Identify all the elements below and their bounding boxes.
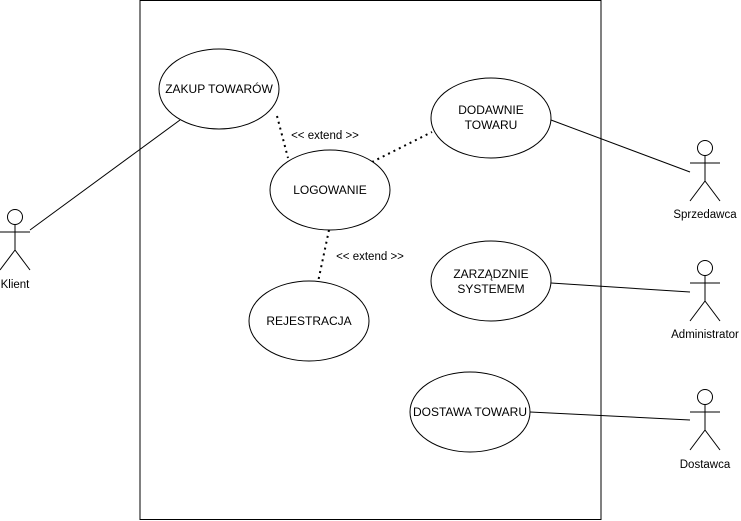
use-case-zarzadzanie-ellipse bbox=[430, 240, 552, 322]
use-case-zarzadzanie-label-line2: SYSTEMEM bbox=[457, 282, 524, 296]
use-case-rejestracja-ellipse bbox=[248, 280, 370, 362]
dotted-line-logowanie-dodawanie bbox=[371, 131, 433, 163]
extend-line-zakup-logowanie bbox=[276, 115, 289, 159]
extend-label-2: << extend >> bbox=[336, 251, 404, 263]
use-case-zarzadzanie-label-line1: ZARZĄDZNIE bbox=[453, 267, 528, 281]
use-case-dostawa-ellipse bbox=[409, 371, 531, 453]
use-case-zarzadzanie-systemem[interactable]: ZARZĄDZNIE SYSTEMEM bbox=[430, 240, 552, 322]
actor-administrator[interactable] bbox=[689, 260, 721, 322]
use-case-dodawanie-label-line2: TOWARU bbox=[465, 118, 518, 132]
actor-administrator-leg-right bbox=[704, 300, 721, 322]
actor-sprzedawca-leg-right bbox=[704, 180, 721, 202]
actor-sprzedawca-leg-left bbox=[689, 180, 706, 202]
association-administrator-zarzadzanie bbox=[550, 282, 691, 293]
extend-label-1: << extend >> bbox=[291, 130, 359, 142]
use-case-logowanie-label: LOGOWANIE bbox=[293, 183, 367, 197]
actor-sprzedawca-head bbox=[697, 140, 713, 156]
system-boundary bbox=[139, 0, 602, 520]
extend-line-logowanie-rejestracja bbox=[317, 229, 330, 283]
use-case-dodawanie-label-line1: DODAWNIE bbox=[458, 103, 524, 117]
use-case-dostawa-towaru[interactable]: DOSTAWA TOWARU bbox=[409, 371, 531, 453]
actor-klient-leg-left bbox=[0, 249, 16, 271]
association-dostawca-dostawa bbox=[529, 411, 691, 421]
actor-dostawca[interactable] bbox=[689, 389, 721, 451]
use-case-zakup-ellipse bbox=[158, 48, 280, 130]
actor-klient-label: Klient bbox=[1, 279, 31, 291]
actor-dostawca-head bbox=[697, 389, 713, 405]
actor-dostawca-leg-right bbox=[704, 429, 721, 451]
actor-administrator-head bbox=[697, 260, 713, 276]
use-case-dodawanie-ellipse bbox=[430, 77, 552, 159]
actor-dostawca-label: Dostawca bbox=[680, 459, 731, 471]
actor-sprzedawca-label: Sprzedawca bbox=[673, 209, 737, 221]
use-case-logowanie-ellipse bbox=[269, 149, 391, 231]
actor-administrator-leg-left bbox=[689, 300, 706, 322]
actor-klient-leg-right bbox=[14, 249, 31, 271]
use-case-rejestracja[interactable]: REJESTRACJA bbox=[248, 280, 370, 362]
use-case-zakup-label: ZAKUP TOWARÓW bbox=[165, 81, 273, 96]
association-sprzedawca-dodawanie bbox=[550, 119, 691, 173]
actor-administrator-label: Administrator bbox=[671, 329, 739, 341]
use-case-dostawa-label: DOSTAWA TOWARU bbox=[413, 405, 527, 419]
actor-dostawca-leg-left bbox=[689, 429, 706, 451]
association-klient-zakup bbox=[29, 119, 181, 231]
actor-klient-head bbox=[7, 209, 23, 225]
actor-klient[interactable] bbox=[0, 209, 31, 271]
actor-sprzedawca[interactable] bbox=[689, 140, 721, 202]
use-case-logowanie[interactable]: LOGOWANIE bbox=[269, 149, 391, 231]
use-case-dodawanie-towaru[interactable]: DODAWNIE TOWARU bbox=[430, 77, 552, 159]
use-case-zakup-towarow[interactable]: ZAKUP TOWARÓW bbox=[158, 48, 280, 130]
use-case-rejestracja-label: REJESTRACJA bbox=[266, 314, 351, 328]
